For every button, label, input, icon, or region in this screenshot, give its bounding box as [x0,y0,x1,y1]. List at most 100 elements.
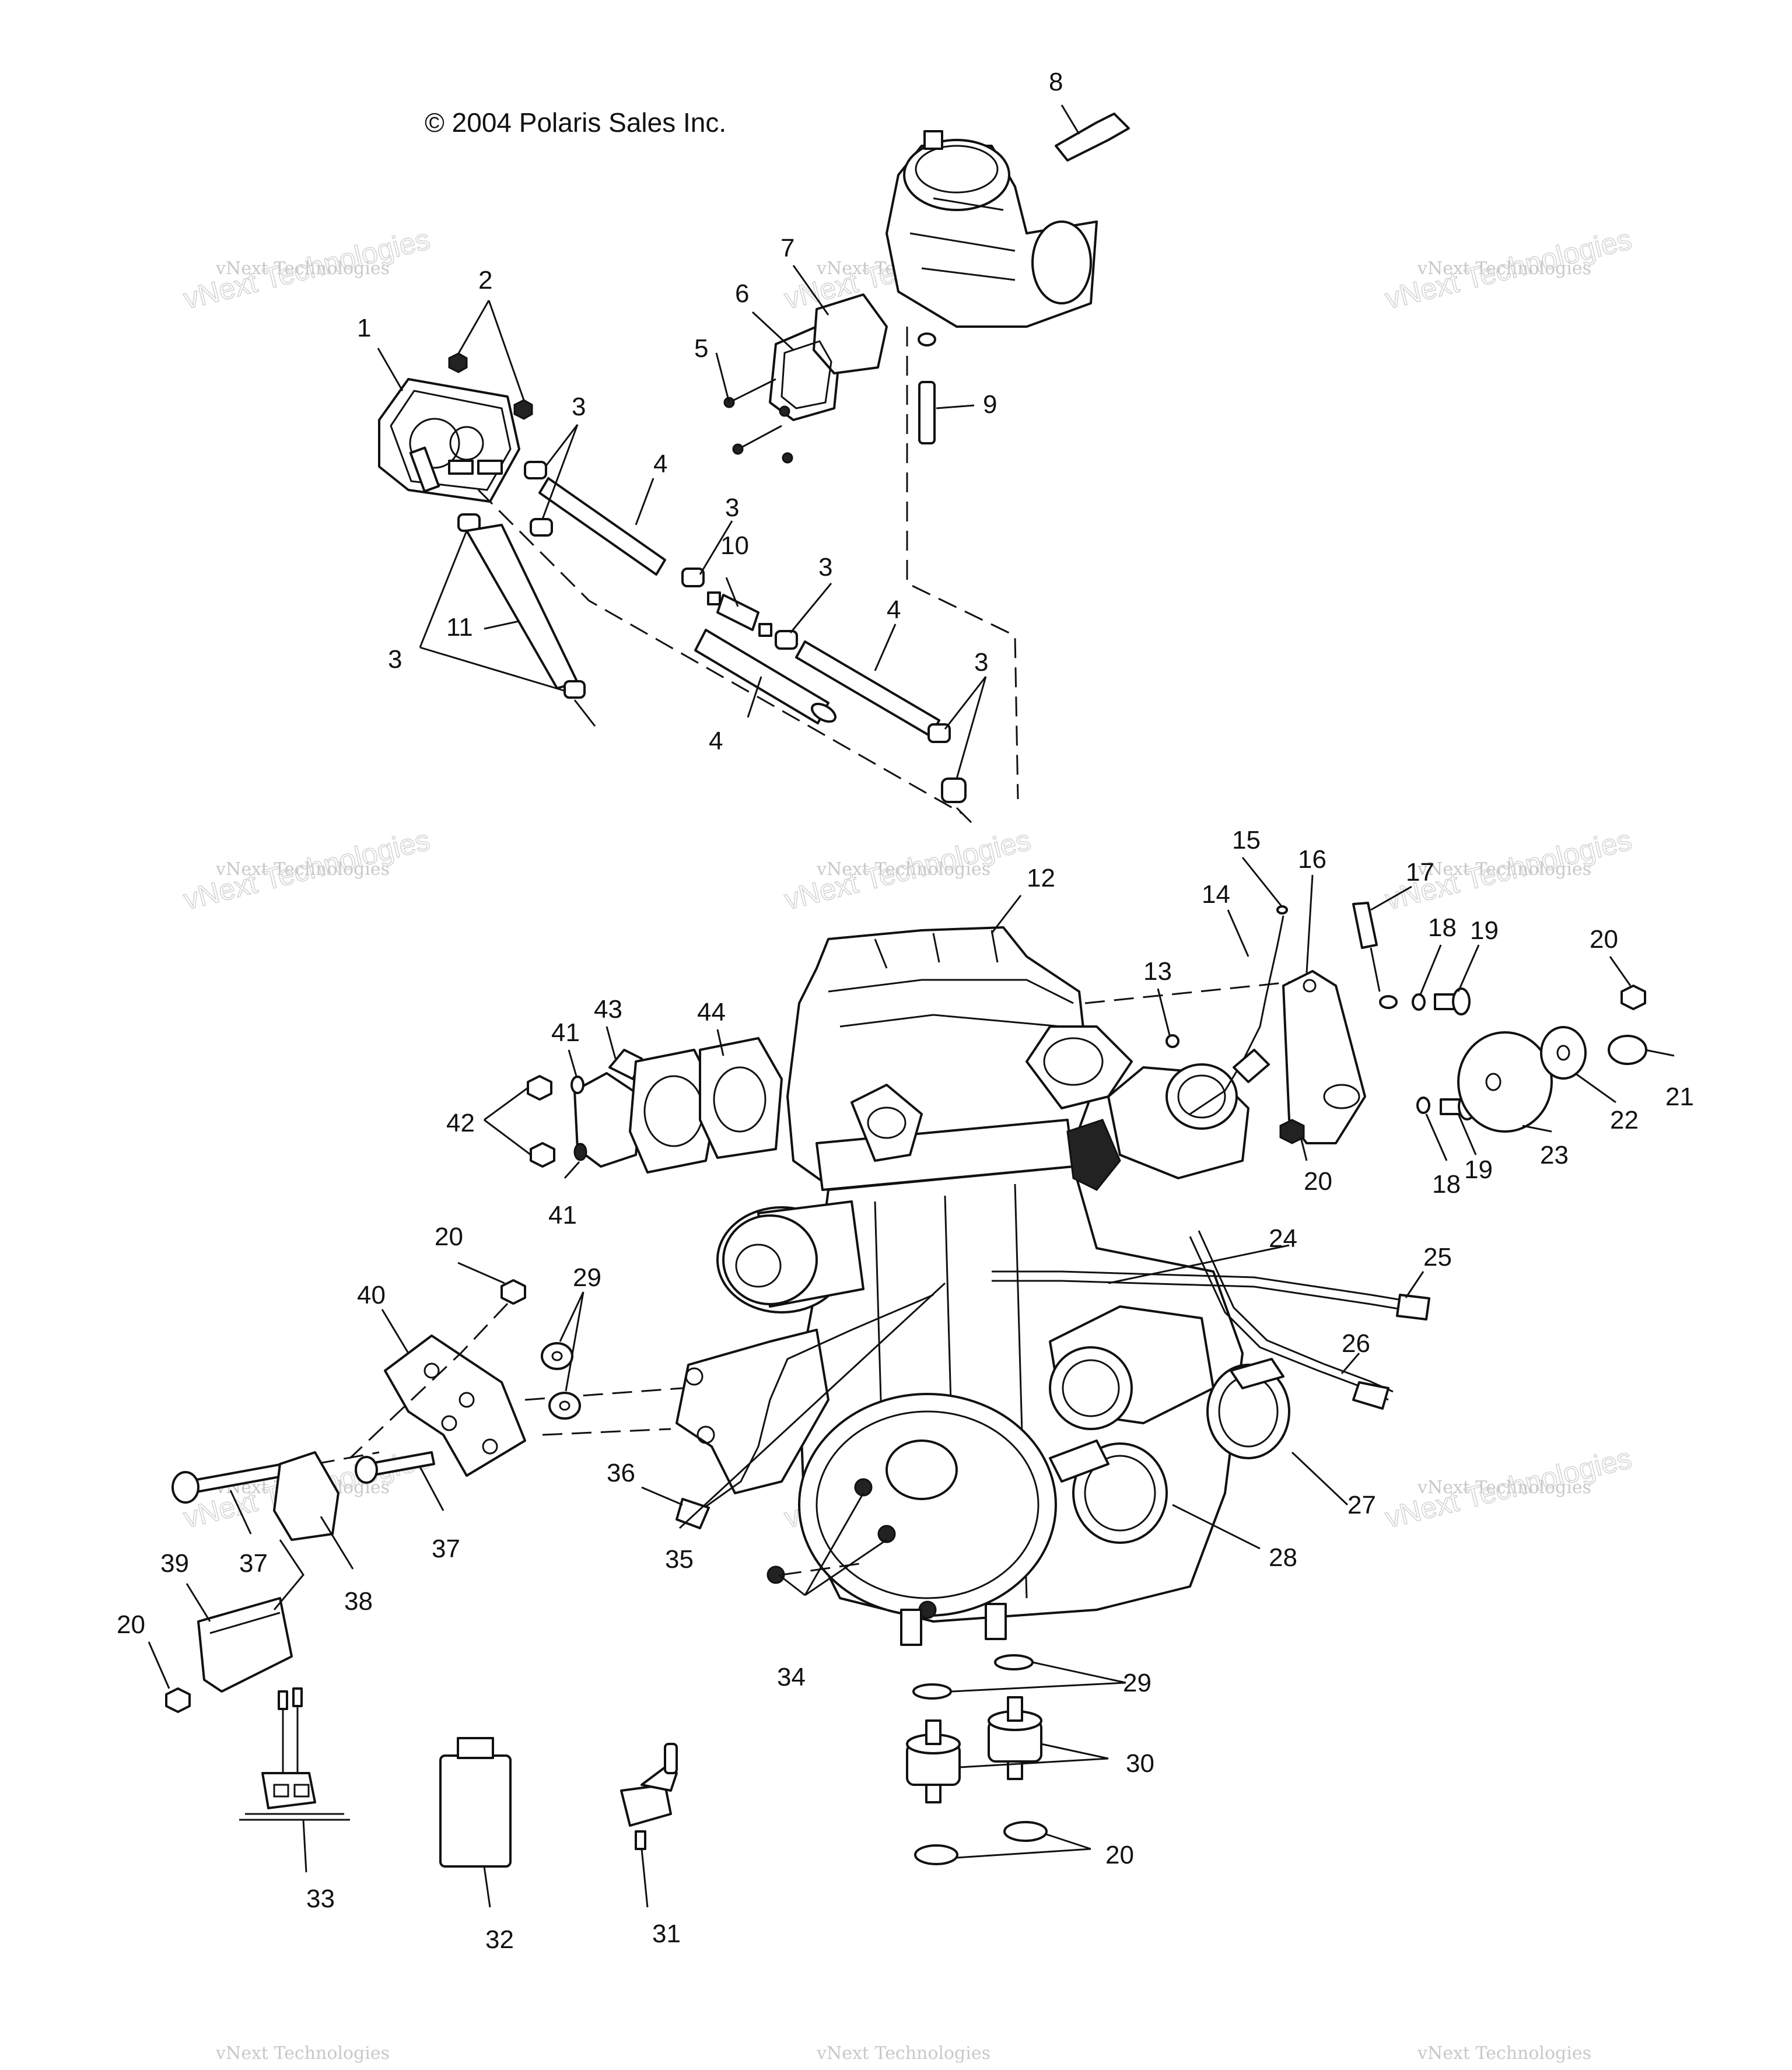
watermark-text: vNext Technologies [816,2043,991,2064]
callout-43: 43 [594,995,622,1024]
carb-gasket [813,293,888,374]
bottom-mounts [906,1654,1048,1865]
exhaust-flange [629,1049,719,1174]
fuel-pump [378,378,520,503]
nut [1279,1119,1305,1144]
callout-8: 8 [1049,68,1063,96]
breather-hose [992,1270,1424,1305]
nut [501,1279,526,1305]
intake-boot [1026,1025,1133,1109]
fuel-hose [694,629,830,724]
nut [448,352,468,373]
rubber-mount [1457,1031,1553,1133]
bolt [766,1565,785,1584]
callout-10: 10 [720,531,749,560]
watermark-text: vNext Technologies [1417,859,1591,880]
callout-20: 20 [1590,925,1618,954]
callout-27: 27 [1348,1491,1376,1519]
washer [541,1342,573,1370]
mount-washer [1540,1026,1587,1080]
callout-17: 17 [1406,858,1434,887]
callout-5: 5 [694,334,708,363]
air-boot-clamp [1049,1439,1168,1544]
screw [732,443,744,455]
watermark-text: vNext Technologies [1417,2043,1591,2064]
nut [1620,985,1646,1010]
nut [165,1687,191,1713]
callout-32: 32 [485,1925,514,1954]
hose-clamp [681,568,705,587]
callout-9: 9 [983,390,997,419]
callout-4: 4 [653,450,667,478]
callout-14: 14 [1202,880,1230,909]
callout-28: 28 [1269,1543,1297,1572]
callout-36: 36 [607,1459,635,1487]
watermark-text: vNext Technologies [816,859,991,880]
upper-fuel-assembly [378,113,1130,824]
callout-11: 11 [446,613,473,642]
rubber-mount [906,1719,961,1803]
washer-nut [914,1844,958,1865]
washer [994,1654,1034,1670]
heat-shield [197,1597,293,1693]
exhaust-flange-assembly [527,1037,783,1174]
watermark: vNext Technologies vNext Technologies [180,823,433,917]
hose-clamp [564,680,586,699]
bolt [854,1478,873,1497]
rubber-mount [988,1696,1042,1780]
watermark-text: vNext Technologies [1417,258,1591,279]
callout-37: 37 [239,1549,268,1578]
screw [779,405,790,417]
callout-16: 16 [1298,845,1326,874]
carburetor [886,130,1098,328]
copyright-notice: © 2004 Polaris Sales Inc. [425,107,726,138]
callout-41: 41 [548,1201,577,1230]
cdi-box [439,1737,512,1868]
watermark: vNext Technologies vNext Technologies [780,823,1034,917]
callout-3: 3 [725,493,739,522]
watermark: vNext Technologies vNext Technologies [180,222,433,316]
callout-19: 19 [1470,916,1499,945]
callout-18: 18 [1432,1170,1461,1199]
callout-29: 29 [573,1263,601,1292]
bolt [877,1525,896,1543]
voltage-regulator [239,1687,350,1821]
watermark-text: vNext Technologies [1417,1477,1591,1498]
screw [782,452,793,464]
nut [530,1142,555,1168]
watermark-text: vNext Technologies [215,859,390,880]
stator-cover [798,1393,1057,1617]
callout-20: 20 [1105,1841,1134,1869]
callout-30: 30 [1126,1749,1154,1778]
washer-nut [1003,1821,1048,1842]
callout-37: 37 [432,1535,460,1563]
exhaust-gasket [699,1037,783,1159]
callout-20: 20 [435,1223,463,1251]
washer [1416,1097,1430,1114]
nut [513,399,533,420]
callout-24: 24 [1269,1224,1297,1253]
callout-2: 2 [478,266,492,295]
callout-35: 35 [665,1545,694,1574]
watermark: vNext Technologies vNext Technologies [1381,222,1635,316]
watermark-text: vNext Technologies [215,2043,390,2064]
hose-clamp [775,630,798,650]
callout-12: 12 [1027,864,1055,892]
wire-harness [699,1294,934,1512]
watermark: vNext Technologies [816,2043,991,2064]
callout-4: 4 [887,596,901,624]
oil-filter [716,1200,864,1314]
callout-20: 20 [1304,1167,1332,1196]
flat-washer [1608,1035,1647,1065]
callout-3: 3 [572,393,586,421]
spark-plug-wire [1189,915,1284,1115]
hose-clamp [928,723,951,743]
callout-13: 13 [1143,957,1172,986]
callout-38: 38 [344,1587,373,1616]
callout-23: 23 [1540,1141,1569,1169]
callout-6: 6 [735,279,749,308]
nut [527,1075,552,1101]
callout-15: 15 [1232,826,1261,854]
callout-21: 21 [1665,1083,1694,1111]
